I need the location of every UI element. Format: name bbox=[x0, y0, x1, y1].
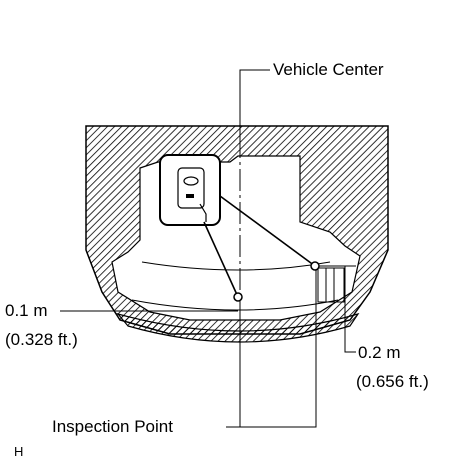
right-bracket-detail bbox=[317, 267, 345, 303]
vehicle-center-label: Vehicle Center bbox=[273, 60, 384, 79]
inspection-point-left-marker bbox=[233, 292, 243, 302]
right-dimension-leader bbox=[319, 265, 356, 353]
bumper-band bbox=[116, 312, 360, 343]
floor-contour-lower bbox=[131, 299, 339, 311]
figure-code-label: H bbox=[14, 444, 24, 459]
callout-leader-right bbox=[219, 195, 316, 267]
left-distance-metric-label: 0.1 m bbox=[5, 301, 48, 320]
detail-sensor-marker bbox=[186, 194, 194, 198]
detail-callout-box bbox=[159, 154, 221, 226]
detail-sensor-lens bbox=[183, 176, 199, 186]
detail-sensor-stem bbox=[199, 203, 207, 222]
inspection-point-label: Inspection Point bbox=[52, 417, 173, 436]
left-distance-imperial-label: (0.328 ft.) bbox=[5, 330, 78, 349]
right-distance-metric-label: 0.2 m bbox=[358, 343, 401, 362]
inspection-point-right-marker bbox=[310, 261, 320, 271]
vehicle-center-leader bbox=[239, 69, 270, 140]
callout-leader-left bbox=[203, 221, 239, 298]
right-distance-imperial-label: (0.656 ft.) bbox=[356, 372, 429, 391]
detail-sensor-body bbox=[177, 167, 205, 209]
inspection-point-leader-right bbox=[240, 270, 317, 428]
floor-contour-upper bbox=[141, 261, 331, 271]
